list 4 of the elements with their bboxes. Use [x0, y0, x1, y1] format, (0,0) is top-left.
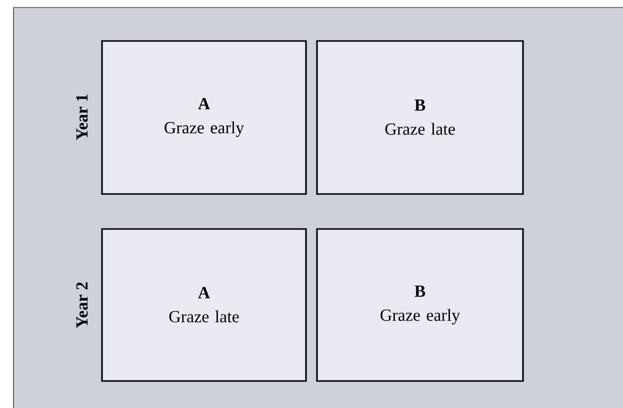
plot-box: B Graze early [316, 228, 524, 382]
plot-box: B Graze late [316, 40, 524, 195]
plot-box: A Graze early [101, 40, 307, 195]
plot-box: A Graze late [101, 228, 307, 382]
